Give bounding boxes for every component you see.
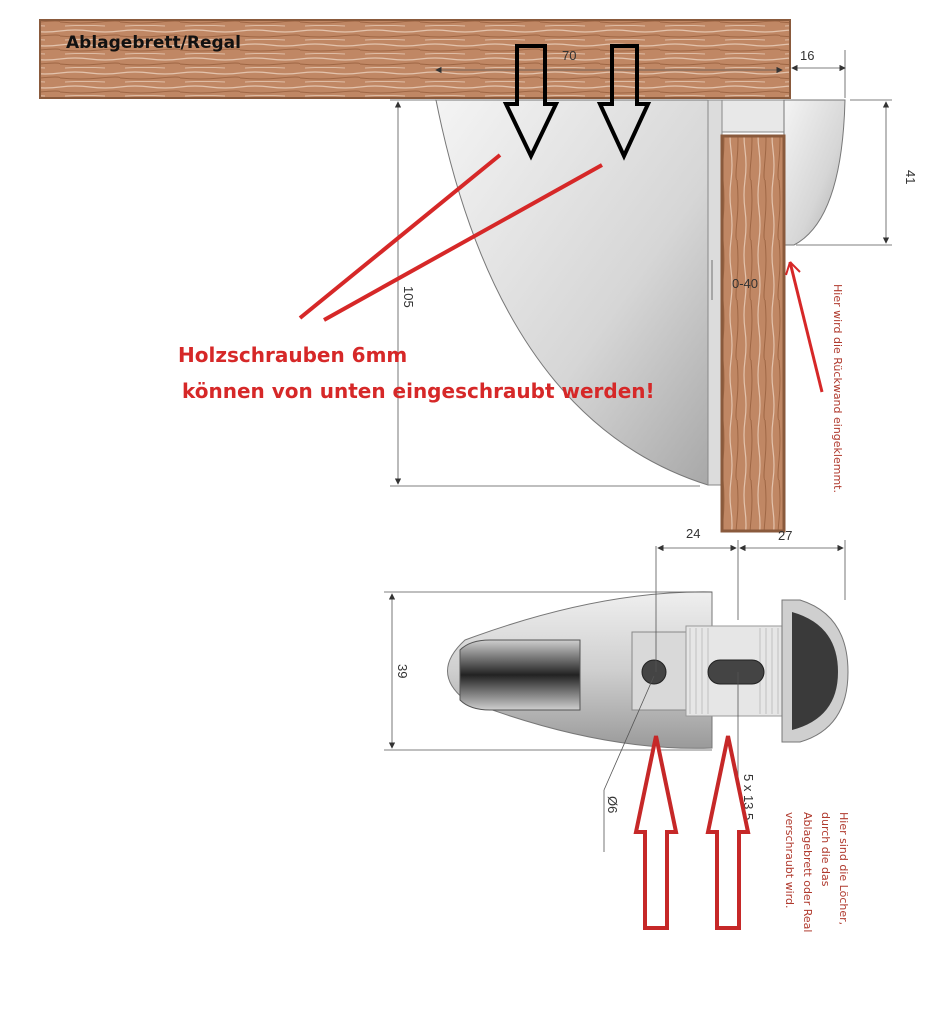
screws-note-line2: können von unten eingeschraubt werden! [182,379,655,403]
round-hole [641,659,667,685]
svg-text:Hier sind die Löcher,: Hier sind die Löcher, [837,812,850,925]
dim-bottom-right: 27 [739,528,846,600]
dim-clamp-range: 0-40 [711,260,758,300]
bracket-side-view [435,99,846,486]
bracket-quarter-body [435,99,709,486]
svg-text:27: 27 [778,528,792,543]
svg-text:Ablagebrett oder Real: Ablagebrett oder Real [801,812,814,932]
bracket-bottom-view [447,591,849,749]
svg-text:41: 41 [903,170,918,184]
dim-wall-gap: 16 [791,48,846,98]
holes-note: Hier sind die Löcher, durch die das Abla… [783,812,850,932]
bracket-bottom-channel [459,639,581,711]
svg-text:Ø6: Ø6 [605,796,620,813]
svg-text:16: 16 [800,48,814,63]
back-wall-board [720,134,786,533]
bracket-bottom-cap-dark [792,612,838,730]
bracket-slot-top [721,99,785,133]
slot-hole [707,659,765,685]
down-arrow-left [502,44,560,161]
red-pointer-2 [323,163,603,322]
dim-bottom-left: 24 [655,526,739,672]
svg-text:39: 39 [395,664,410,678]
up-arrow-right [705,735,751,930]
svg-text:verschraubt wird.: verschraubt wird. [783,812,796,908]
dim-right-height: 41 [796,99,918,246]
svg-text:70: 70 [562,48,576,63]
svg-text:0-40: 0-40 [732,276,758,291]
svg-text:durch die das: durch die das [819,812,832,887]
svg-text:105: 105 [401,286,416,308]
back-wall-note: Hier wird die Rückwand eingeklemmt. [831,284,844,493]
dim-total-height: 105 [390,99,700,487]
dim-top-width: 70 [435,48,783,74]
down-arrow-right [596,44,652,161]
bracket-clamp-head [783,99,846,246]
screws-note-line1: Holzschrauben 6mm [178,343,407,367]
dim-hole-diameter: Ø6 [603,675,655,852]
svg-text:24: 24 [686,526,700,541]
red-pointer-1 [298,153,502,320]
up-arrow-left [633,735,679,930]
shelf-board [39,19,791,99]
back-wall-pointer [788,261,824,393]
shelf-label: Ablagebrett/Regal [66,33,241,53]
bracket-stem [707,99,723,486]
